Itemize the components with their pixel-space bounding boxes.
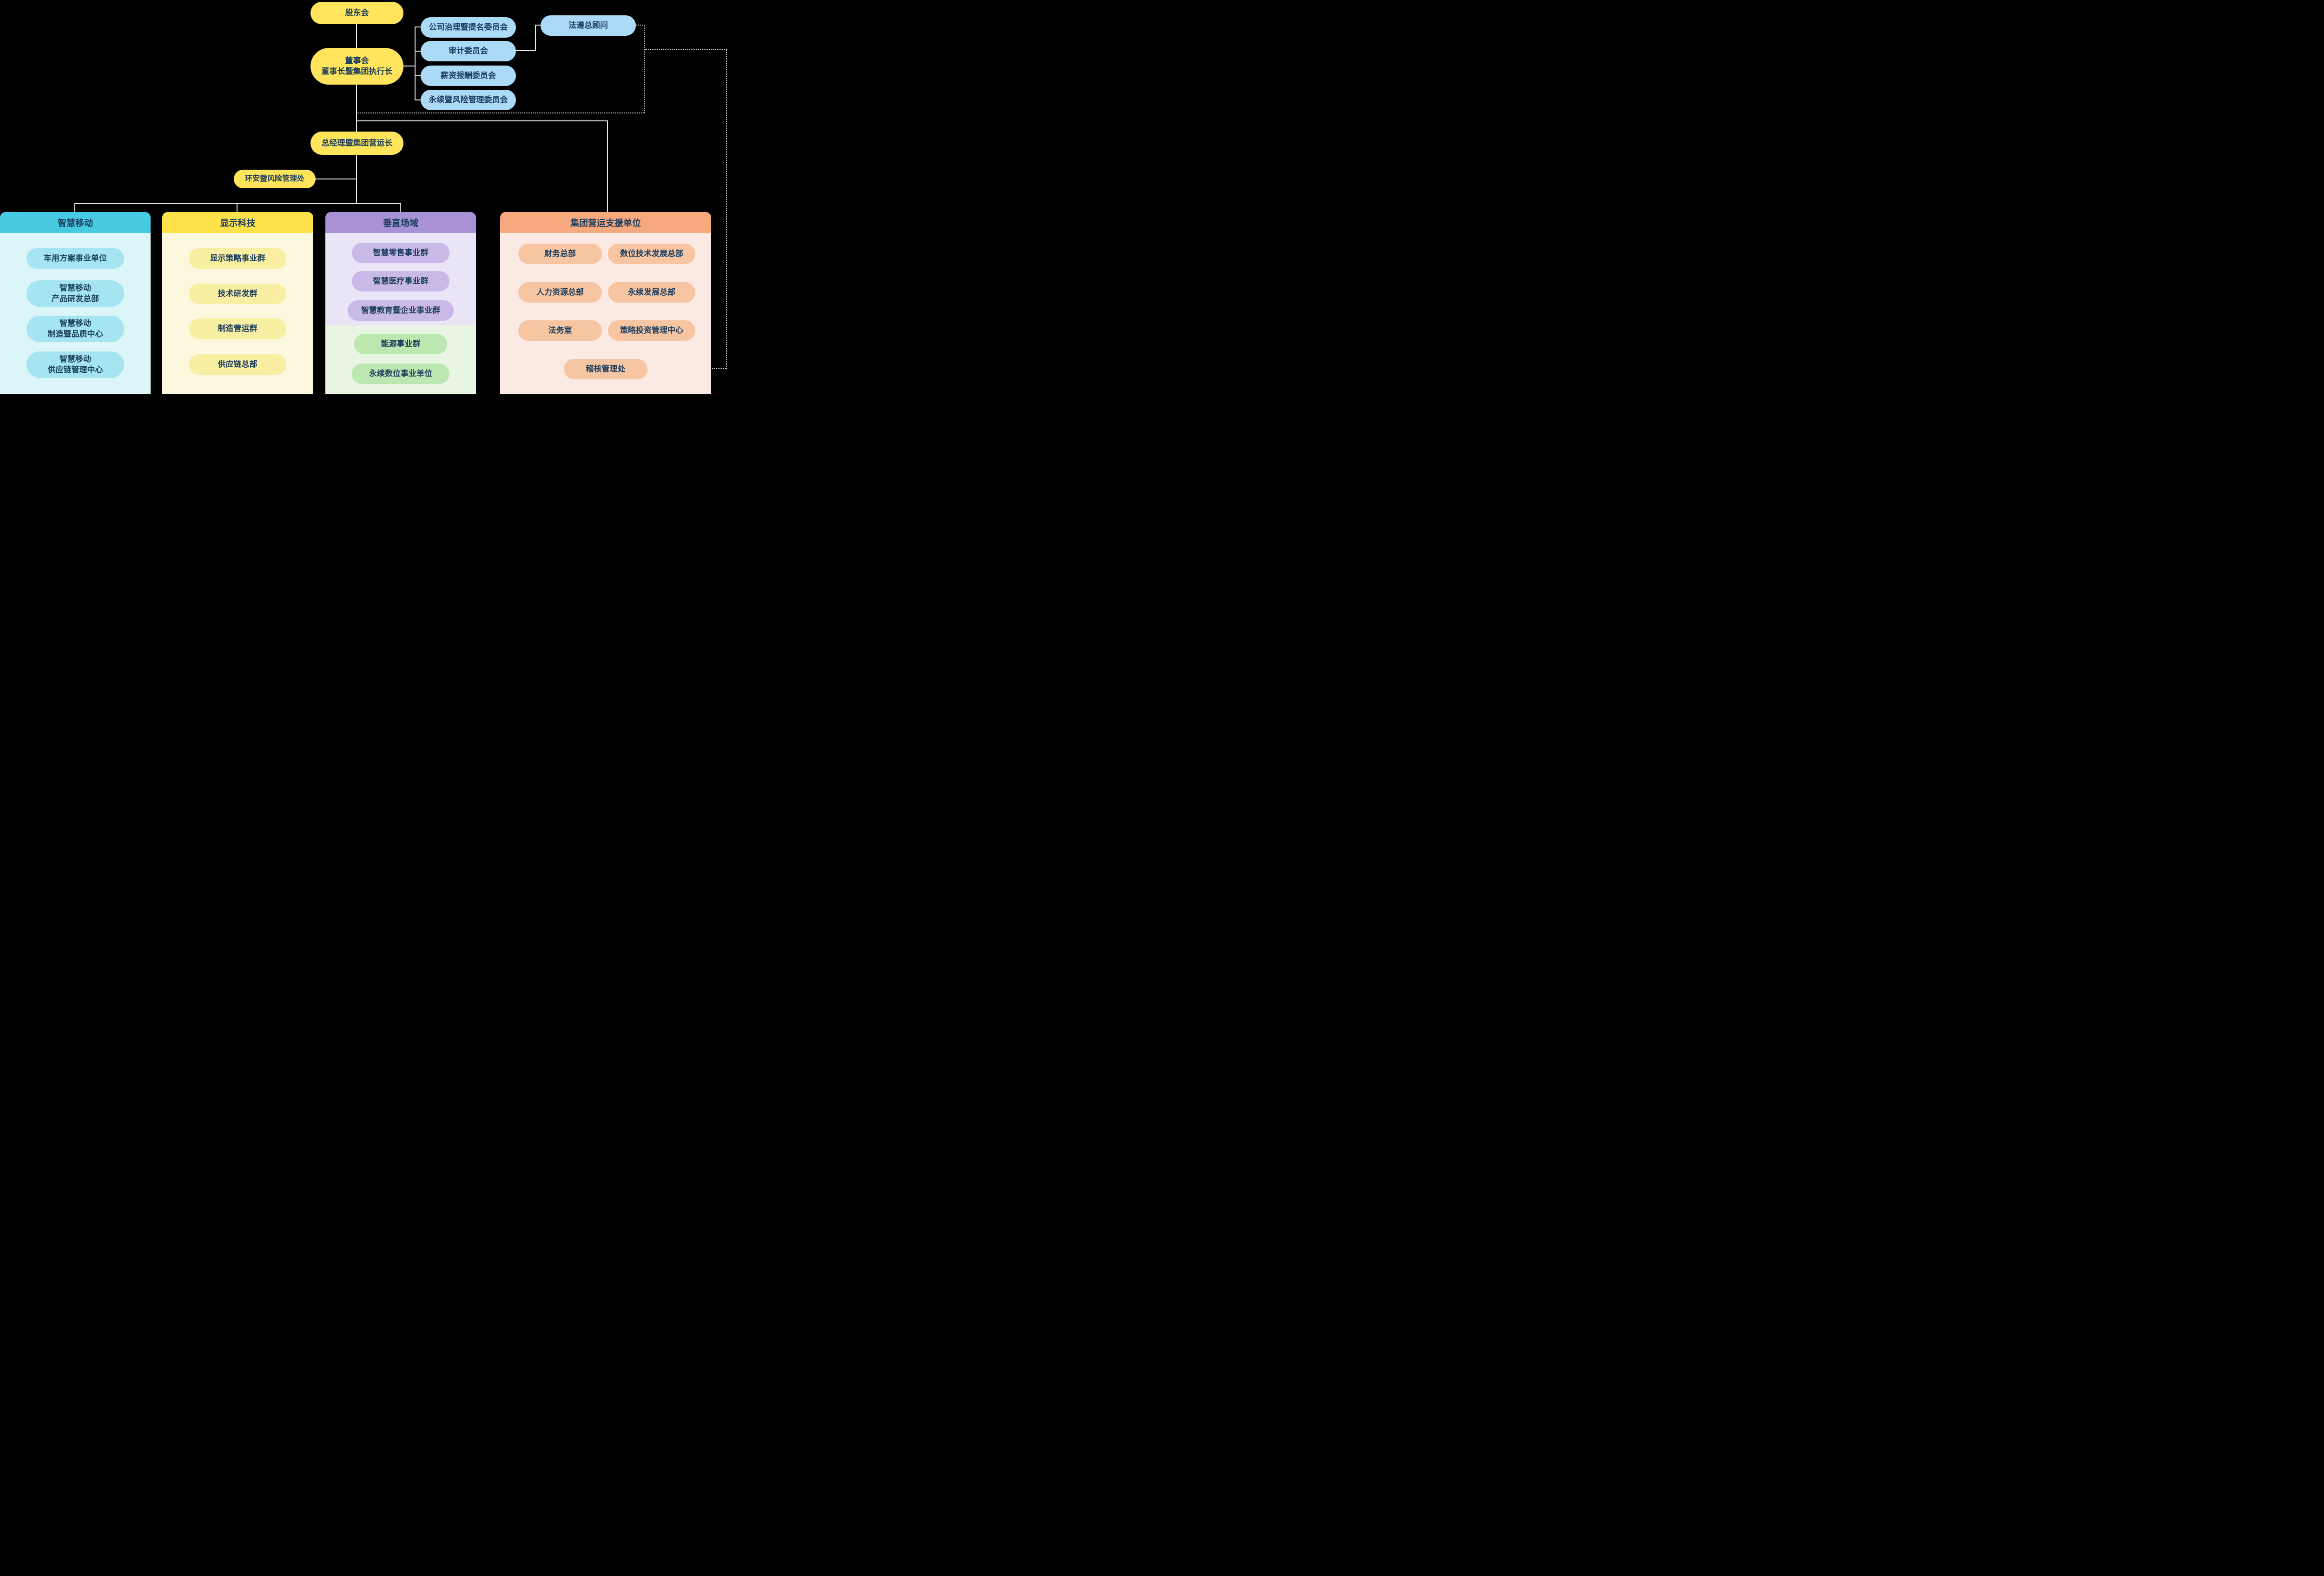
node-legal-office: 法务室: [518, 320, 602, 341]
node-chief-compliance-counsel: 法遵总顾问: [541, 15, 636, 36]
node-tech-rd-group: 技术研发群: [189, 284, 286, 304]
connector-line: [516, 50, 536, 51]
node-shareholders-meeting: 股东会: [310, 2, 403, 24]
node-committee-sustainability-risk: 永续暨风险管理委员会: [421, 90, 516, 110]
node-digital-tech-dev-hq: 数位技术发展总部: [608, 244, 695, 264]
node-strategic-investment-center: 策略投资管理中心: [608, 320, 695, 341]
node-committee-compensation: 薪资报酬委员会: [421, 66, 516, 86]
column-header-smart-mobility: 智慧移动: [0, 212, 151, 233]
column-header-vertical-domains: 垂直场域: [325, 212, 476, 233]
node-mobility-mfg-quality-center: 智慧移动 制造暨品质中心: [26, 316, 124, 342]
node-audit-management-office: 稽核管理处: [564, 359, 647, 379]
connector-line: [415, 27, 416, 100]
connector-line: [415, 75, 421, 76]
node-automotive-solutions-unit: 车用方案事业单位: [26, 248, 124, 269]
node-sustainability-dev-hq: 永续发展总部: [608, 282, 695, 303]
connector-line: [415, 26, 421, 27]
node-mobility-product-rd-hq: 智慧移动 产品研发总部: [26, 280, 124, 307]
node-committee-governance-nomination: 公司治理暨提名委员会: [421, 17, 516, 38]
column-header-display-tech: 显示科技: [162, 212, 313, 233]
node-energy-business-group: 能源事业群: [354, 334, 447, 354]
dotted-connector-line: [726, 49, 727, 369]
connector-line: [357, 120, 608, 121]
node-smart-medical-group: 智慧医疗事业群: [352, 271, 449, 291]
node-smart-education-enterprise-group: 智慧教育暨企业事业群: [348, 300, 454, 321]
node-finance-hq: 财务总部: [518, 244, 602, 264]
node-manufacturing-ops-group: 制造营运群: [189, 318, 286, 339]
connector-line: [75, 203, 401, 204]
connector-line: [400, 203, 401, 212]
connector-line: [237, 203, 238, 212]
org-chart: 股东会 董事会 董事长暨集团执行长 公司治理暨提名委员会 审计委员会 薪资报酬委…: [0, 0, 732, 394]
connector-line: [415, 51, 421, 52]
node-president-coo: 总经理暨集团营运长: [310, 132, 403, 155]
dotted-connector-line: [645, 49, 727, 50]
node-board-of-directors: 董事会 董事长暨集团执行长: [310, 48, 403, 85]
connector-line: [535, 25, 541, 26]
node-supply-chain-hq: 供应链总部: [189, 354, 286, 375]
dotted-connector-line: [636, 25, 645, 26]
node-hr-hq: 人力资源总部: [518, 282, 602, 303]
connector-line: [356, 24, 357, 48]
dotted-connector-line: [644, 25, 645, 113]
node-ehs-risk-office: 环安暨风险管理处: [234, 170, 316, 188]
node-sustainable-digital-unit: 永续数位事业单位: [352, 364, 449, 384]
connector-line: [415, 99, 421, 100]
connector-line: [356, 85, 357, 132]
node-display-strategy-group: 显示策略事业群: [189, 248, 286, 269]
node-mobility-supply-chain-center: 智慧移动 供应链管理中心: [26, 351, 124, 378]
connector-line: [607, 120, 608, 212]
connector-line: [74, 203, 75, 212]
connector-line: [535, 25, 536, 51]
node-committee-audit: 审计委员会: [421, 41, 516, 61]
node-smart-retail-group: 智慧零售事业群: [352, 243, 449, 263]
column-header-group-support: 集团营运支援单位: [500, 212, 711, 233]
